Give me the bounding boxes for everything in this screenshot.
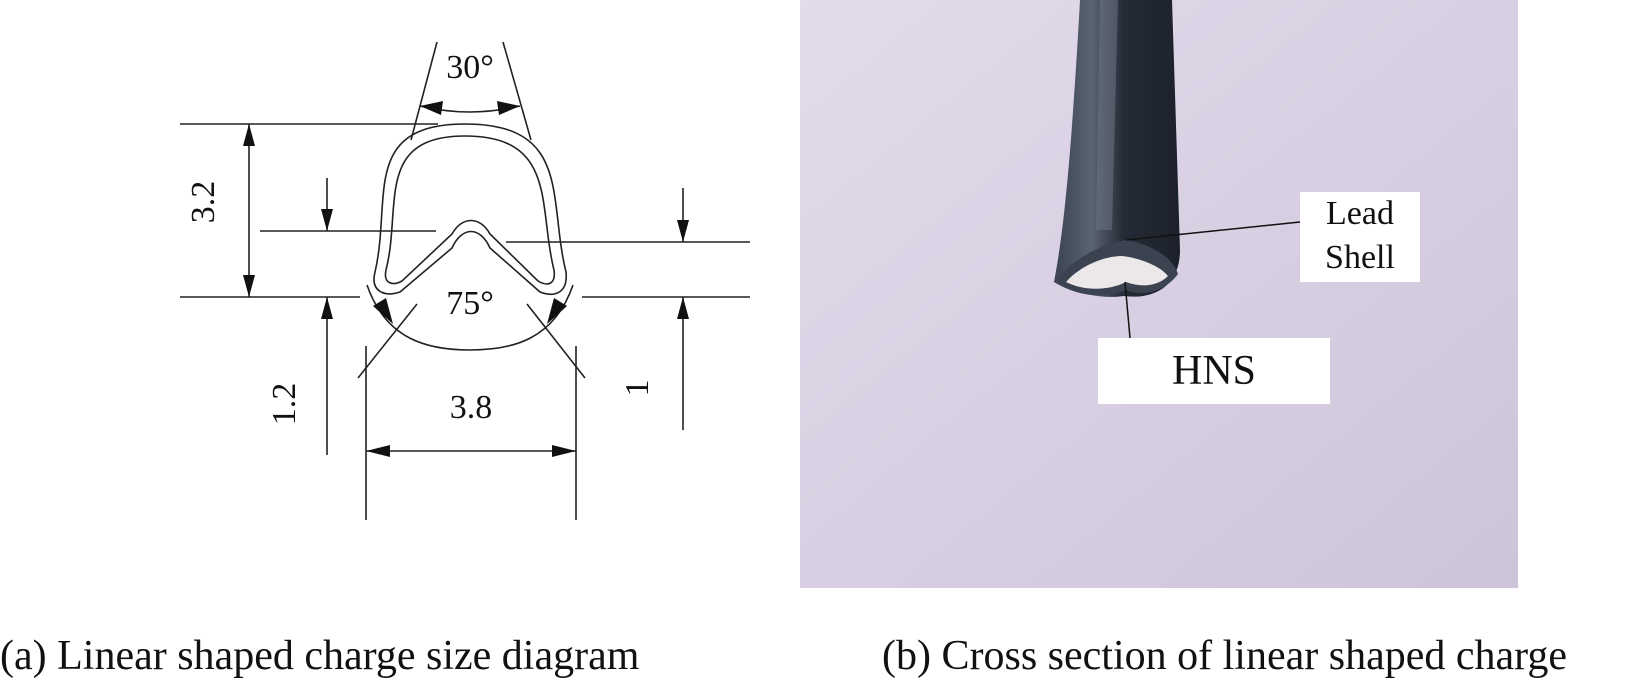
caption-cross-section: (b) Cross section of linear shaped charg… [882,633,1568,679]
angle-top-label: 30° [446,49,494,86]
size-diagram-drawing: 30° 75° 3.2 1.2 1 3.8 [180,41,750,520]
caption-size-diagram: (a) Linear shaped charge size diagram [0,633,640,679]
hns-label: HNS [1098,338,1330,404]
standoff-dimension-label: 1 [619,380,656,397]
angle-bottom-label: 75° [446,285,494,322]
size-diagram: 30° 75° 3.2 1.2 1 3.8 [0,0,790,600]
height-dimension-label: 3.2 [185,181,222,224]
cross-section-photo: Lead Shell HNS [800,0,1518,588]
width-dimension-label: 3.8 [450,389,493,426]
lead-shell-rod [1054,0,1180,297]
hns-explosive [1066,256,1168,289]
photo-drawing [800,0,1518,588]
lead-shell-label: Lead Shell [1300,192,1420,282]
depth-dimension-label: 1.2 [266,383,303,426]
charge-inner-outline [384,135,556,285]
lead-label-line1: Lead [1326,195,1394,232]
charge-outer-outline [373,123,567,296]
lead-label-line2: Shell [1325,239,1395,276]
